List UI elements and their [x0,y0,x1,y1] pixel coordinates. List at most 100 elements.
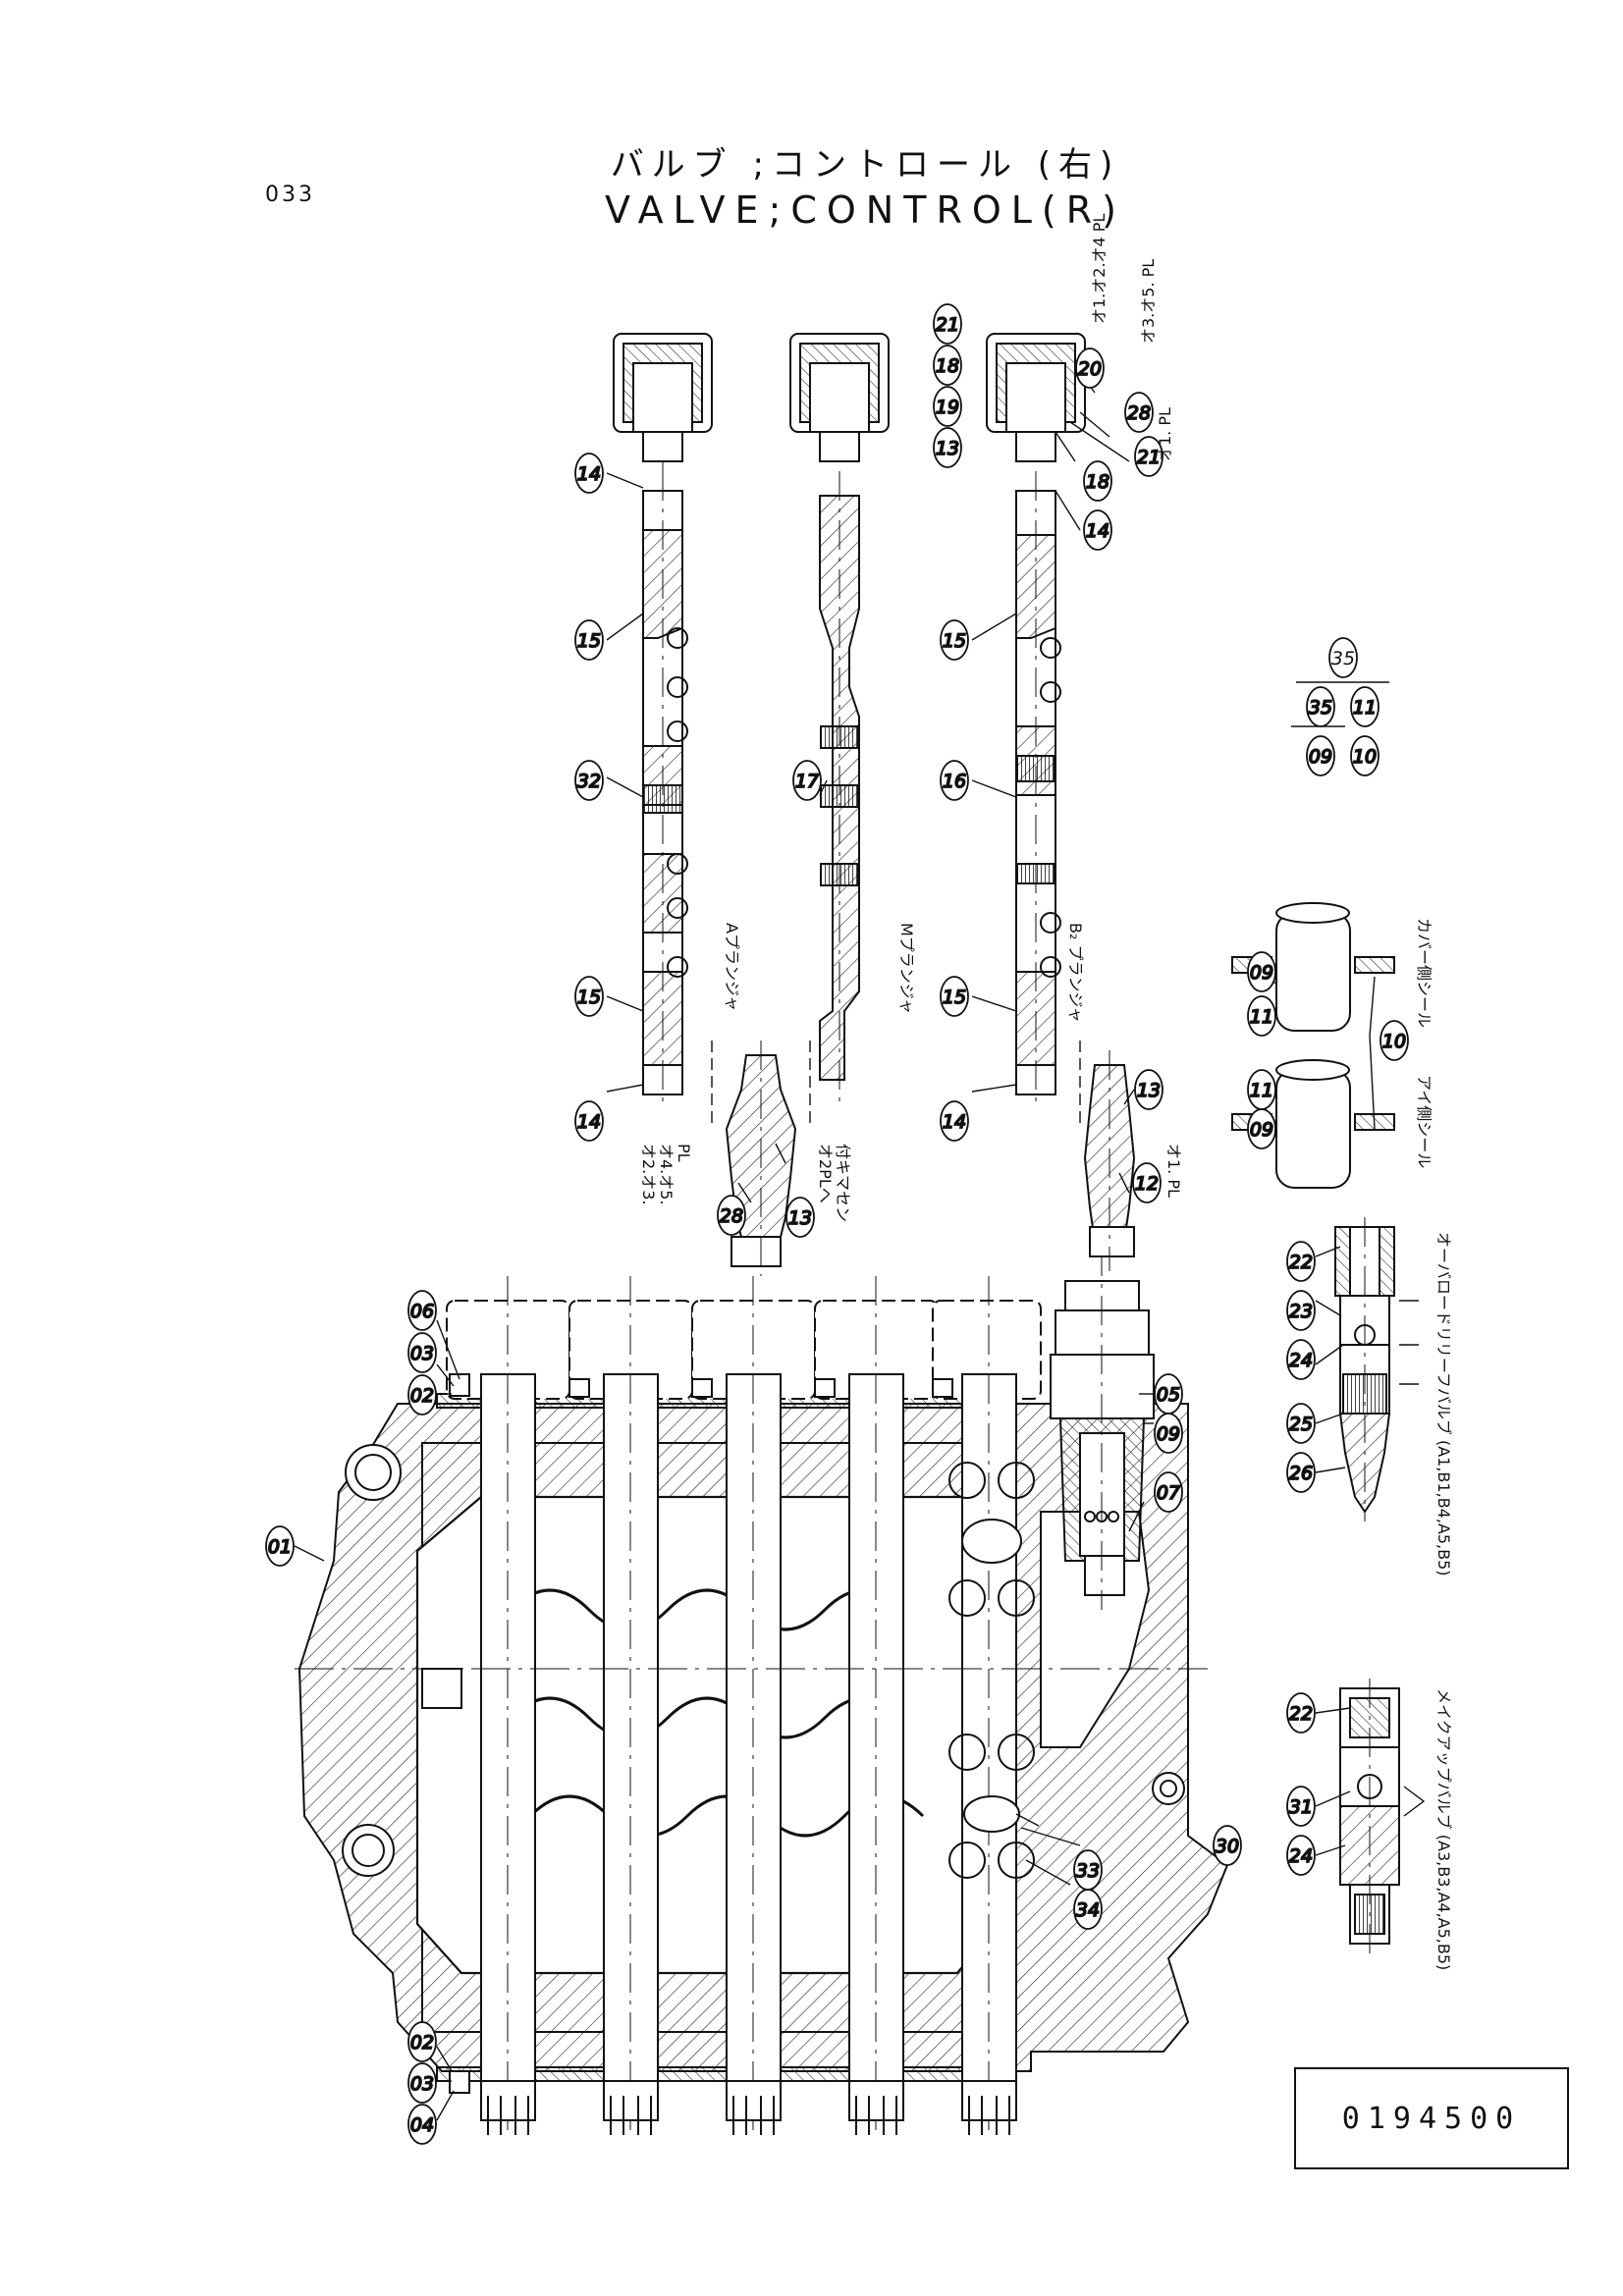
plug-left [711,1041,811,1276]
svg-text:14: 14 [577,1111,601,1133]
svg-text:16: 16 [943,771,966,792]
balloon-13-right: 13 [1134,1069,1163,1110]
balloon-18-upper: 18 [933,345,962,386]
balloon-22-bottom: 22 [1286,1692,1316,1734]
svg-text:28: 28 [1127,402,1151,424]
balloon-09-eye: 09 [1247,1108,1276,1149]
balloon-13-top: 13 [933,427,962,468]
svg-text:28: 28 [720,1205,743,1227]
note-top2: オ3.オ5. PL [1139,259,1158,344]
balloon-16: 16 [940,760,969,801]
balloon-22-top: 22 [1286,1241,1316,1282]
title-japanese: バルブ ;コントロール (右) [610,145,1121,185]
svg-text:15: 15 [577,987,601,1008]
svg-text:07: 07 [1157,1482,1180,1504]
svg-text:15: 15 [943,630,966,652]
spool-3 [691,1276,816,2135]
svg-text:10: 10 [1353,746,1377,768]
plunger-b2-label: B₂ プランジャ [1066,923,1085,1023]
note-top1: オ1.オ2.オ4 PL [1090,214,1109,324]
svg-text:23: 23 [1289,1301,1313,1322]
balloon-02-top: 02 [407,1374,437,1415]
note-left1: オ2.オ3. [639,1144,658,1205]
balloon-24-top: 24 [1286,1339,1316,1380]
svg-text:02: 02 [410,1385,434,1407]
balloon-33: 33 [1073,1849,1103,1891]
svg-text:30: 30 [1216,1836,1239,1857]
svg-text:12: 12 [1135,1173,1159,1195]
balloon-15-a-upper: 15 [574,619,604,661]
note-top3: オ1. PL [1156,407,1174,461]
leader-lines [294,372,1376,2121]
svg-text:14: 14 [943,1111,966,1133]
svg-text:26: 26 [1289,1463,1313,1484]
svg-text:03: 03 [410,2073,434,2095]
balloon-13-mid: 13 [785,1197,815,1238]
drawing-number: 0194500 [1341,2101,1522,2136]
seal-notes: カバー側シール アイ側シール [1415,918,1434,1168]
svg-text:04: 04 [410,2114,434,2136]
balloon-25: 25 [1286,1403,1316,1444]
balloon-02-bottom: 02 [407,2021,437,2062]
drawing-number-box: 0194500 [1294,2067,1569,2169]
svg-text:17: 17 [795,771,819,792]
svg-text:05: 05 [1157,1384,1180,1406]
svg-text:34: 34 [1076,1899,1100,1921]
svg-text:15: 15 [577,630,601,652]
page-number: 033 [265,183,315,207]
balloon-14-b-bottom: 14 [940,1100,969,1142]
spool-set [446,1276,1042,2135]
note-right1: オ1. PL [1164,1144,1183,1198]
svg-text:32: 32 [577,771,601,792]
balloon-34: 34 [1073,1889,1103,1930]
svg-text:19: 19 [936,397,959,418]
note-makeup-valve: メイクアップバルブ (A3,B3,A4,A5,B5) [1434,1688,1453,1970]
balloon-26: 26 [1286,1452,1316,1493]
svg-text:03: 03 [410,1343,434,1364]
balloon-14-b-top: 14 [1083,509,1112,551]
svg-text:21: 21 [936,314,959,336]
svg-text:09: 09 [1250,1119,1273,1141]
balloon-19: 19 [933,386,962,427]
balloon-01: 01 [265,1525,295,1567]
balloon-17: 17 [792,760,822,801]
svg-text:09: 09 [1309,746,1332,768]
note-mid1: オ2PLへ [816,1144,835,1203]
svg-text:06: 06 [410,1301,434,1322]
balloon-06: 09 [1154,1413,1183,1454]
balloon-11-eye: 11 [1247,1069,1276,1110]
spool-4 [814,1276,939,2135]
balloon-09-cover: 09 [1247,951,1276,992]
balloon-12: 12 [1132,1162,1162,1203]
spool-2 [568,1276,693,2135]
balloon-28: 28 [717,1195,746,1236]
svg-text:13: 13 [1137,1080,1161,1101]
svg-text:25: 25 [1289,1414,1313,1435]
note-overload-valve: オーバロードリリーフバルブ (A1,B1,B4,A5,B5) [1434,1232,1453,1576]
valve-notes: オーバロードリリーフバルブ (A1,B1,B4,A5,B5) メイクアップバルブ… [1434,1232,1453,1970]
balloon-04: 04 [407,2104,437,2145]
balloon-29: 28 [1124,392,1154,433]
kit-group-label: 35 [1296,637,1389,683]
balloon-31: 31 [1286,1786,1316,1827]
svg-text:18: 18 [936,355,959,377]
svg-text:10: 10 [1382,1031,1406,1052]
note-eye-seal: アイ側シール [1415,1075,1434,1168]
title-english: VALVE;CONTROL(R) [605,188,1126,232]
svg-text:24: 24 [1289,1350,1313,1371]
balloon-23: 23 [1286,1290,1316,1331]
relief-valve-assembly [1050,1247,1155,1610]
spool-1 [446,1276,570,2135]
svg-text:21: 21 [1137,447,1161,468]
balloon-18-lower: 18 [1083,460,1112,502]
balloon-14-a-top: 14 [574,453,604,494]
svg-text:11: 11 [1250,1080,1273,1101]
svg-text:22: 22 [1289,1252,1313,1273]
kit-group-35: 35 09 10 11 [1306,686,1380,776]
overload-relief-valve [1334,1217,1419,1522]
body-ports [948,1462,1035,1879]
svg-text:35: 35 [1309,697,1332,719]
balloon-14-a-bottom: 14 [574,1100,604,1142]
plunger-a [613,333,713,1109]
